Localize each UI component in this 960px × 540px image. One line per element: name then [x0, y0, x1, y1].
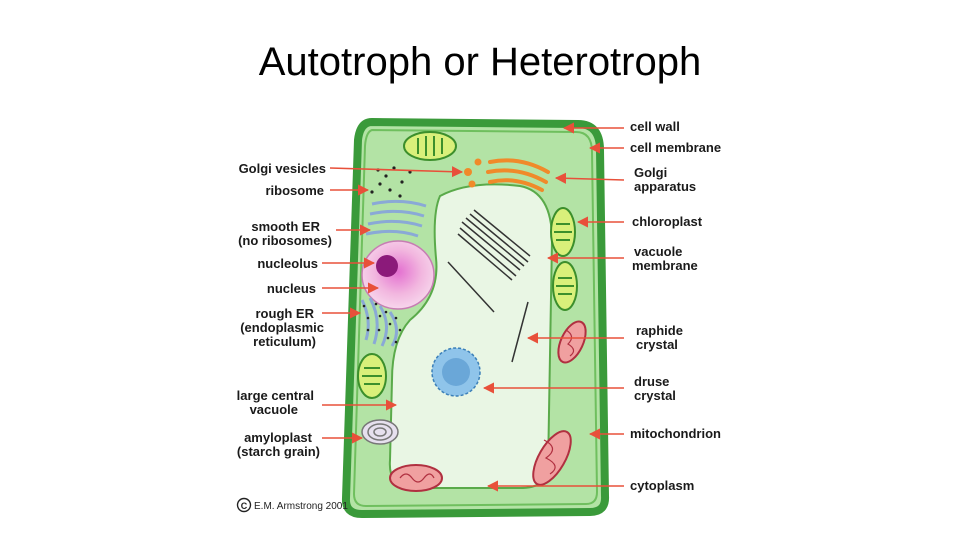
label-raphide: raphide [636, 323, 683, 338]
label-vacuole-membrane-1: vacuole [634, 244, 682, 259]
label-amyloplast-note: (starch grain) [237, 444, 320, 459]
label-rough-er: rough ER [256, 306, 315, 321]
nucleolus [376, 255, 398, 277]
label-cell-membrane: cell membrane [630, 140, 721, 155]
amyloplast [362, 420, 398, 444]
label-golgi: Golgi [634, 165, 667, 180]
label-golgi-vesicles: Golgi vesicles [239, 161, 326, 176]
label-vacuole-1: large central [237, 388, 314, 403]
label-druse-crystal: crystal [634, 388, 676, 403]
copyright-symbol: C [241, 501, 248, 511]
label-cell-wall: cell wall [630, 119, 680, 134]
label-vacuole-2: vacuole [250, 402, 298, 417]
label-rough-er-note-2: reticulum) [253, 334, 316, 349]
label-smooth-er-note: (no ribosomes) [238, 233, 332, 248]
label-smooth-er: smooth ER [251, 219, 320, 234]
label-nucleus: nucleus [267, 281, 316, 296]
label-rough-er-note-1: (endoplasmic [240, 320, 324, 335]
druse-crystal [432, 348, 480, 396]
label-cytoplasm: cytoplasm [630, 478, 694, 493]
label-mitochondrion: mitochondrion [630, 426, 721, 441]
nucleus [362, 241, 434, 309]
label-golgi-apparatus: apparatus [634, 179, 696, 194]
copyright-text: E.M. Armstrong 2001 [254, 501, 348, 512]
label-vacuole-membrane-2: membrane [632, 258, 698, 273]
label-amyloplast: amyloplast [244, 430, 313, 445]
label-druse: druse [634, 374, 669, 389]
label-ribosome: ribosome [265, 183, 324, 198]
label-chloroplast: chloroplast [632, 214, 703, 229]
label-raphide-crystal: crystal [636, 337, 678, 352]
label-nucleolus: nucleolus [257, 256, 318, 271]
